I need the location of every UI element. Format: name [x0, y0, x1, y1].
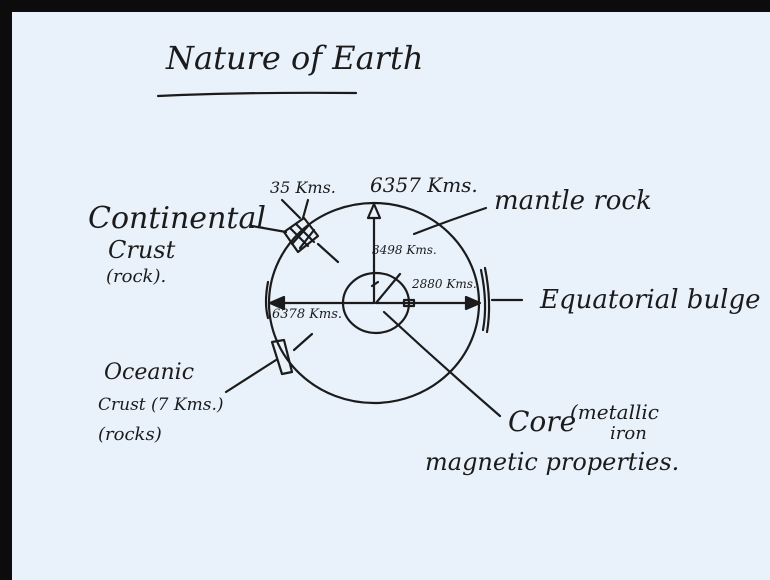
bulge-mark-right	[479, 268, 487, 332]
mantle-thickness-label: 2880 Kms.	[412, 277, 477, 291]
oceanic-crust-label-2: Crust (7 Kms.)	[98, 395, 224, 415]
core-label-iron: iron	[610, 423, 647, 444]
equatorial-radius-label: 6378 Kms.	[272, 307, 343, 322]
title-underline	[156, 91, 358, 98]
bulge-mark-left	[264, 280, 270, 320]
core-label: Core	[508, 405, 577, 438]
continental-crust-label-3: (rock).	[106, 266, 167, 287]
oceanic-crust-label-1: Oceanic	[104, 360, 195, 385]
thickness-pointer-2	[301, 198, 310, 220]
bulge-mark-right-2	[483, 266, 491, 334]
core-leader	[382, 310, 502, 418]
thickness-pointer	[280, 198, 302, 220]
core-edge-mark	[402, 298, 416, 308]
oceanic-leader	[224, 358, 278, 394]
polar-radius-label: 6357 Kms.	[370, 173, 478, 197]
equatorial-bulge-label: Equatorial bulge	[540, 285, 761, 315]
equatorial-radius-arrowhead	[268, 295, 286, 311]
core-label-metallic: (metallic	[570, 400, 659, 424]
polar-radius-arrowhead	[366, 202, 382, 220]
continental-pointer	[316, 242, 340, 264]
core-radius-line	[374, 272, 402, 305]
oceanic-pointer	[292, 332, 314, 352]
continental-crust-thickness-label: 35 Kms.	[270, 178, 336, 197]
right-radius-arrowhead	[464, 295, 482, 311]
continental-crust-label-1: Continental	[88, 201, 266, 236]
core-tick	[370, 280, 380, 288]
mantle-label: mantle rock	[494, 186, 652, 216]
core-radius-label: 3498 Kms.	[372, 243, 437, 257]
mantle-leader	[412, 206, 488, 236]
page-title: Nature of Earth	[166, 39, 424, 77]
oceanic-crust-label-3: (rocks)	[98, 424, 162, 445]
continental-crust-label-2: Crust	[108, 236, 176, 264]
core-label-magnetic: magnetic properties.	[425, 448, 680, 476]
continental-crust-patch	[282, 216, 320, 254]
oceanic-crust-patch	[270, 338, 294, 376]
whiteboard	[12, 12, 770, 580]
continental-leader	[250, 224, 288, 234]
